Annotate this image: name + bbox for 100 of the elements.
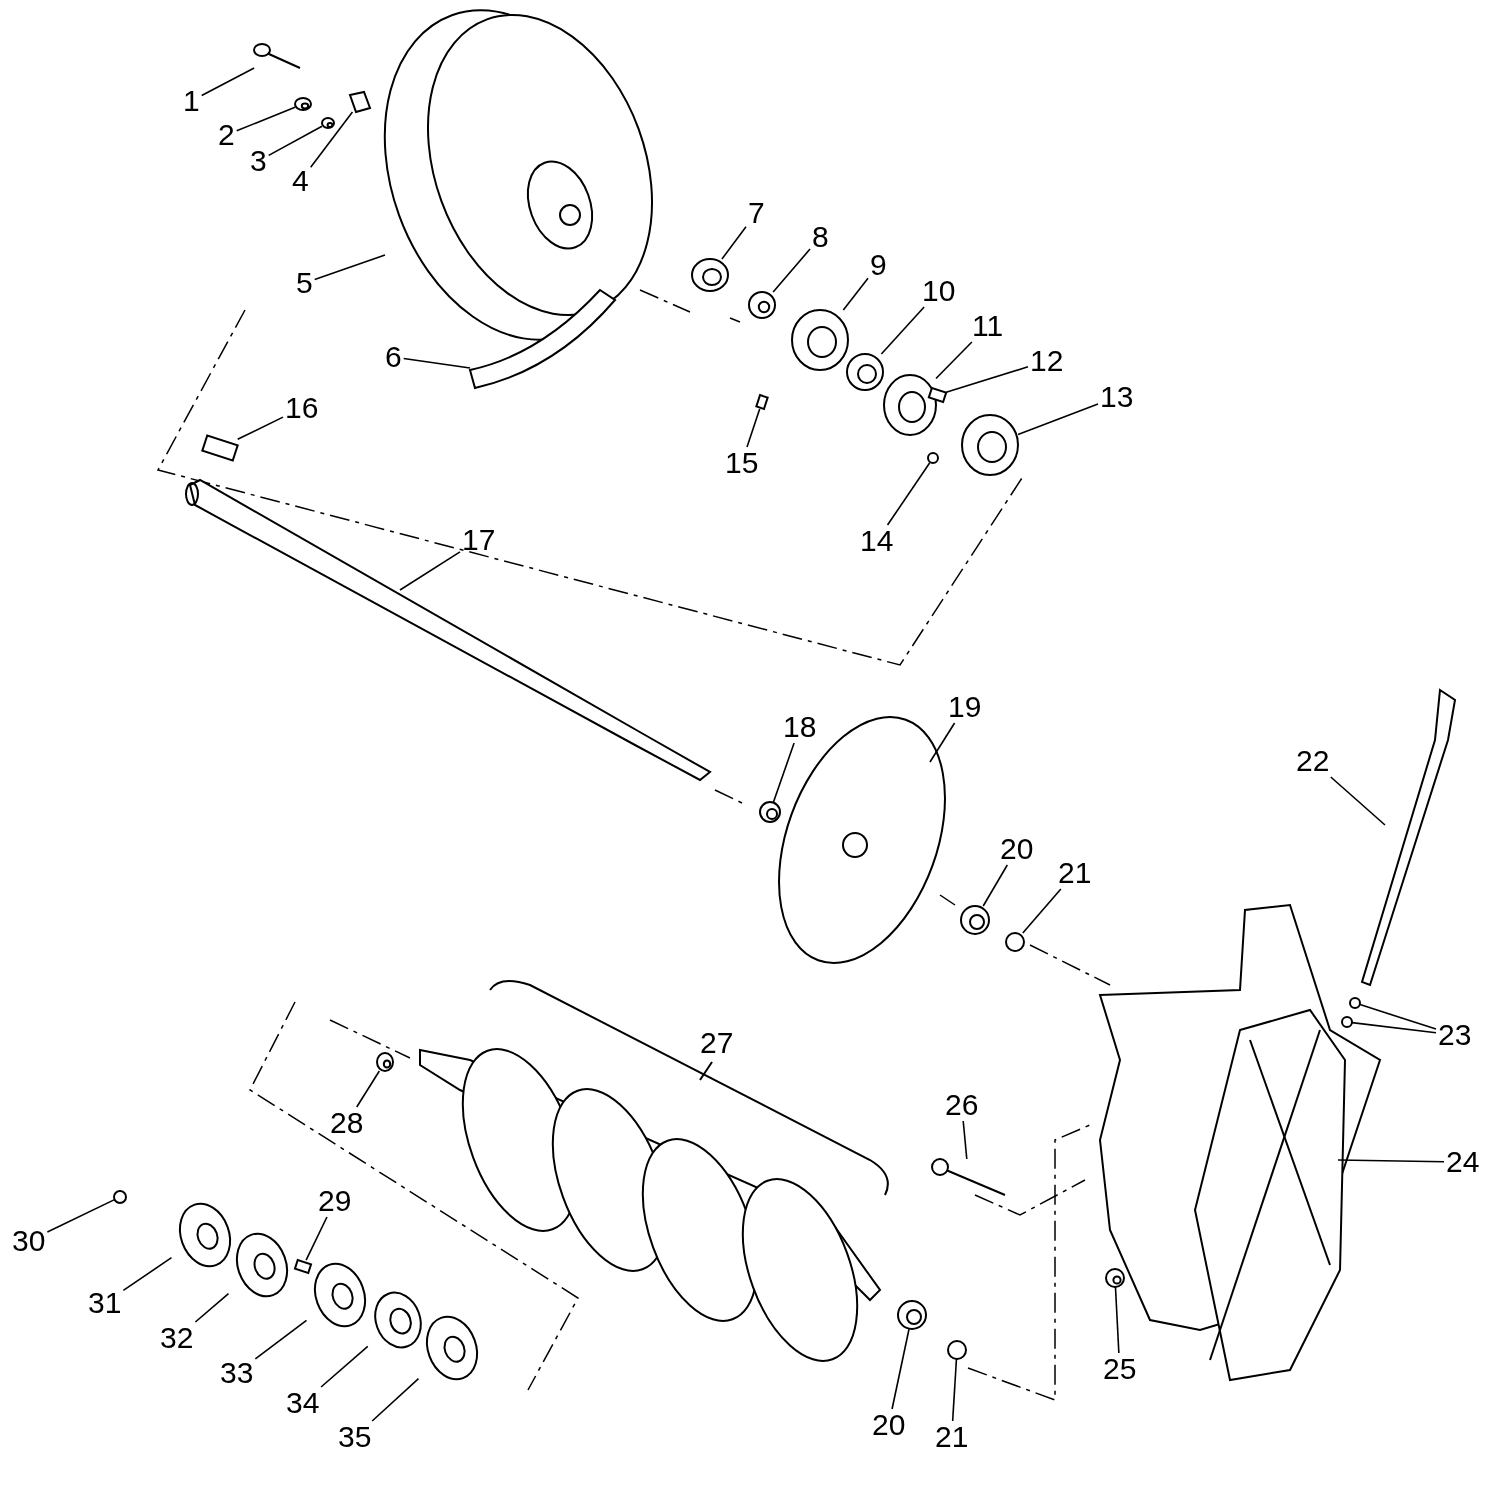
leader-line (371, 1377, 420, 1422)
callout-number: 21 (1058, 858, 1092, 888)
leader-line (982, 864, 1009, 907)
leader-line (951, 1358, 958, 1422)
leader-line (402, 357, 471, 369)
leader-line (945, 366, 1029, 394)
gasket-drawing (236, 1232, 288, 1298)
chain-drawing (469, 289, 616, 389)
leader-line (355, 1070, 381, 1108)
callout-number: 25 (1103, 1354, 1137, 1384)
callout-number: 6 (385, 342, 402, 372)
leader-line (1114, 1286, 1120, 1354)
leader-line (721, 226, 747, 260)
leader-line (880, 306, 925, 355)
washer-icon (321, 117, 335, 129)
callout-number: 2 (218, 120, 235, 150)
leader-line (962, 1120, 968, 1160)
callout-number: 34 (286, 1388, 320, 1418)
sprocket-drawing (961, 414, 1019, 476)
washer-icon (759, 801, 781, 823)
washer-icon (1349, 997, 1361, 1009)
callout-number: 1 (183, 86, 200, 116)
callout-number: 23 (1438, 1020, 1472, 1050)
leader-line (235, 106, 296, 132)
leader-line (267, 125, 323, 157)
nut-icon (113, 1190, 127, 1204)
leader-line (1351, 1021, 1437, 1034)
callout-number: 4 (292, 166, 309, 196)
callout-number: 17 (462, 525, 496, 555)
bushing-icon (691, 258, 729, 292)
washer-icon (1341, 1016, 1353, 1028)
leader-line (891, 1328, 910, 1410)
leader-line (886, 462, 931, 526)
callout-number: 9 (870, 250, 887, 280)
leader-line (236, 416, 284, 441)
seal-icon (897, 1300, 927, 1330)
callout-number: 21 (935, 1422, 969, 1452)
leader-line (1337, 1159, 1445, 1163)
leader-line (122, 1256, 173, 1292)
pulley-drawing (383, 9, 653, 341)
callout-number: 5 (296, 268, 313, 298)
callout-number: 3 (250, 146, 267, 176)
o-ring-icon (947, 1340, 967, 1360)
callout-number: 24 (1446, 1147, 1480, 1177)
leader-line (320, 1345, 369, 1388)
pin-icon (293, 1258, 313, 1275)
callout-number: 30 (12, 1226, 46, 1256)
brake-disc-drawing (778, 716, 946, 964)
callout-number: 29 (318, 1186, 352, 1216)
callout-number: 20 (872, 1410, 906, 1440)
nut-icon (927, 452, 939, 464)
leader-line (772, 248, 811, 293)
leader-line (1022, 888, 1062, 934)
callout-number: 22 (1296, 746, 1330, 776)
callout-number: 28 (330, 1108, 364, 1138)
callout-number: 16 (285, 393, 319, 423)
washer-icon (748, 291, 776, 319)
leader-line (1359, 1003, 1437, 1030)
callout-number: 31 (88, 1288, 122, 1318)
leader-line (935, 341, 973, 380)
bearing-icon (846, 353, 884, 391)
leader-line (1017, 403, 1099, 436)
callout-number: 26 (945, 1090, 979, 1120)
leader-line (313, 254, 386, 281)
leader-line (842, 277, 869, 311)
callout-number: 33 (220, 1358, 254, 1388)
spacer-icon (348, 90, 372, 114)
leader-line (200, 67, 255, 97)
callout-number: 14 (860, 526, 894, 556)
screw-icon (927, 386, 948, 404)
leader-line (309, 111, 354, 169)
nut-icon (1105, 1268, 1125, 1288)
screw-icon (755, 393, 769, 411)
dipstick-drawing (1360, 688, 1457, 987)
callout-number: 7 (748, 198, 765, 228)
callout-number: 11 (972, 311, 1004, 341)
bearing-flange-drawing (791, 309, 849, 371)
callout-number: 13 (1100, 382, 1134, 412)
leader-line (746, 408, 761, 448)
shaft-drawing (185, 478, 712, 782)
callout-number: 27 (700, 1028, 734, 1058)
bearing-flange-drawing (426, 1315, 478, 1381)
bolt-icon (253, 43, 301, 69)
callout-number: 32 (160, 1323, 194, 1353)
callout-number: 18 (783, 712, 817, 742)
o-ring-icon (1005, 932, 1025, 952)
callout-number: 19 (948, 692, 982, 722)
chaincase-cover-drawing (1193, 1008, 1346, 1382)
leader-line (1329, 776, 1386, 826)
bearing-flange-drawing (883, 374, 937, 436)
callout-number: 10 (922, 276, 956, 306)
leader-line (254, 1319, 308, 1360)
bolt-icon (376, 1052, 394, 1072)
bolt-icon (931, 1158, 1006, 1196)
bearing-icon (374, 1291, 422, 1349)
leader-line (194, 1292, 230, 1323)
callout-number: 15 (725, 448, 759, 478)
leader-line (929, 722, 956, 763)
callout-number: 35 (338, 1422, 372, 1452)
callout-number: 8 (812, 222, 829, 252)
